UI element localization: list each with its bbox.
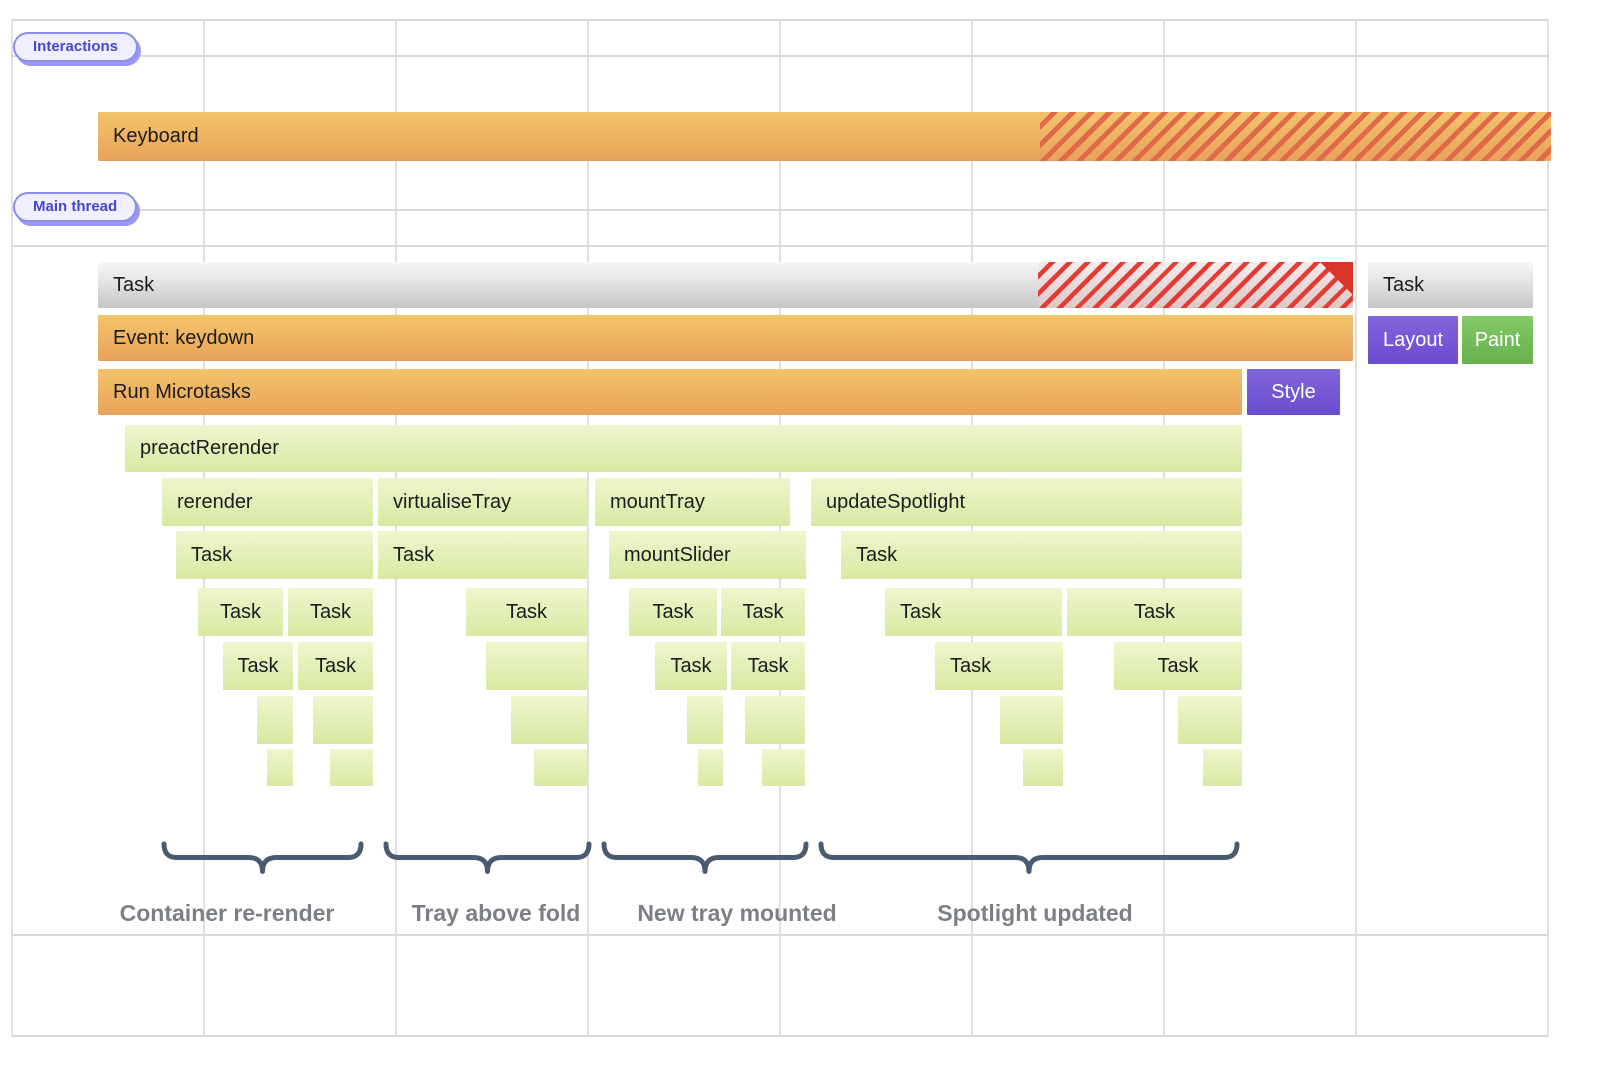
anonymous-span[interactable]	[762, 749, 805, 786]
task-span-label: Task	[393, 543, 435, 566]
task-span-label: Task	[747, 654, 789, 677]
task-span-label: Task	[1157, 654, 1199, 677]
task-span[interactable]: Task	[655, 642, 727, 690]
anonymous-span[interactable]	[687, 696, 723, 744]
annotation-label: Container re-render	[119, 900, 335, 926]
annotation-brace	[601, 841, 809, 874]
anonymous-span[interactable]	[534, 749, 587, 786]
task-span[interactable]: Task	[298, 642, 373, 690]
anonymous-span[interactable]	[330, 749, 373, 786]
right-task-label: Task	[1383, 273, 1425, 296]
keyboard-interaction[interactable]: Keyboard	[98, 112, 1551, 161]
annotation-label: Spotlight updated	[937, 900, 1133, 926]
update-spotlight-span-label: updateSpotlight	[826, 490, 966, 513]
update-spotlight-span[interactable]: updateSpotlight	[811, 478, 1242, 526]
run-microtasks-label: Run Microtasks	[113, 380, 251, 403]
overrun-hatch-red	[1038, 262, 1353, 308]
rerender-span-label: rerender	[177, 490, 253, 513]
paint-block[interactable]: Paint	[1462, 316, 1533, 364]
task-span[interactable]: Task	[935, 642, 1063, 690]
anonymous-span[interactable]	[486, 642, 587, 690]
task-span[interactable]: Task	[288, 588, 373, 636]
mount-slider-span-label: mountSlider	[624, 543, 731, 566]
task-span-label: Task	[670, 654, 712, 677]
virtualise-tray-span-label: virtualiseTray	[393, 490, 512, 513]
task-span-label: Task	[856, 543, 898, 566]
task-span[interactable]: Task	[1067, 588, 1242, 636]
run-microtasks[interactable]: Run Microtasks	[98, 369, 1242, 415]
task-span-label: Task	[900, 600, 942, 623]
style-block-label: Style	[1271, 380, 1316, 403]
anonymous-span[interactable]	[1203, 749, 1242, 786]
paint-block-label: Paint	[1474, 328, 1521, 351]
task-span[interactable]: Task	[176, 531, 373, 579]
style-block[interactable]: Style	[1247, 369, 1340, 415]
anonymous-span[interactable]	[698, 749, 723, 786]
task-span[interactable]: Task	[841, 531, 1242, 579]
task-span-label: Task	[742, 600, 784, 623]
anonymous-span[interactable]	[257, 696, 293, 744]
task-span[interactable]: Task	[223, 642, 293, 690]
annotation-label: New tray mounted	[637, 900, 837, 926]
task-span[interactable]: Task	[1114, 642, 1242, 690]
annotation-label: Tray above fold	[411, 900, 581, 926]
overrun-hatch-orange	[1040, 112, 1551, 161]
annotation-brace	[383, 841, 592, 874]
anonymous-span[interactable]	[313, 696, 373, 744]
main-task-label: Task	[113, 273, 155, 296]
task-span[interactable]: Task	[731, 642, 805, 690]
task-span[interactable]: Task	[721, 588, 805, 636]
annotation-brace	[818, 841, 1240, 874]
task-span[interactable]: Task	[466, 588, 587, 636]
task-span-label: Task	[219, 600, 262, 623]
task-span[interactable]: Task	[885, 588, 1062, 636]
task-span-label: Task	[950, 654, 992, 677]
preact-rerender[interactable]: preactRerender	[125, 425, 1242, 472]
task-span-label: Task	[1133, 600, 1176, 623]
event-keydown-label: Event: keydown	[113, 326, 255, 349]
interactions-track-pill[interactable]: Interactions	[13, 32, 139, 62]
mount-slider-span[interactable]: mountSlider	[609, 531, 806, 579]
keyboard-interaction-label: Keyboard	[113, 125, 199, 147]
task-span-label: Task	[191, 543, 233, 566]
task-span-label: Task	[652, 600, 694, 623]
anonymous-span[interactable]	[745, 696, 805, 744]
task-span[interactable]: Task	[198, 588, 283, 636]
task-span-label: Task	[505, 600, 548, 623]
annotation-brace	[161, 841, 364, 874]
main-task[interactable]: Task	[98, 262, 1353, 308]
anonymous-span[interactable]	[1023, 749, 1063, 786]
anonymous-span[interactable]	[511, 696, 587, 744]
task-span[interactable]: Task	[629, 588, 717, 636]
anonymous-span[interactable]	[1000, 696, 1063, 744]
layout-block[interactable]: Layout	[1368, 316, 1458, 364]
task-span-label: Task	[237, 654, 279, 677]
mount-tray-span[interactable]: mountTray	[595, 478, 790, 526]
task-span-label: Task	[314, 654, 357, 677]
main-thread-track-pill[interactable]: Main thread	[13, 192, 138, 222]
right-task[interactable]: Task	[1368, 262, 1533, 308]
task-span[interactable]: Task	[378, 531, 587, 579]
virtualise-tray-span[interactable]: virtualiseTray	[378, 478, 587, 526]
anonymous-span[interactable]	[1178, 696, 1242, 744]
rerender-span[interactable]: rerender	[162, 478, 373, 526]
layout-block-label: Layout	[1382, 328, 1444, 351]
anonymous-span[interactable]	[267, 749, 293, 786]
preact-rerender-label: preactRerender	[140, 437, 279, 459]
mount-tray-span-label: mountTray	[610, 490, 705, 513]
main-thread-track-label: Main thread	[33, 198, 118, 215]
interactions-track-label: Interactions	[33, 38, 119, 55]
task-span-label: Task	[309, 600, 352, 623]
event-keydown[interactable]: Event: keydown	[98, 315, 1353, 361]
